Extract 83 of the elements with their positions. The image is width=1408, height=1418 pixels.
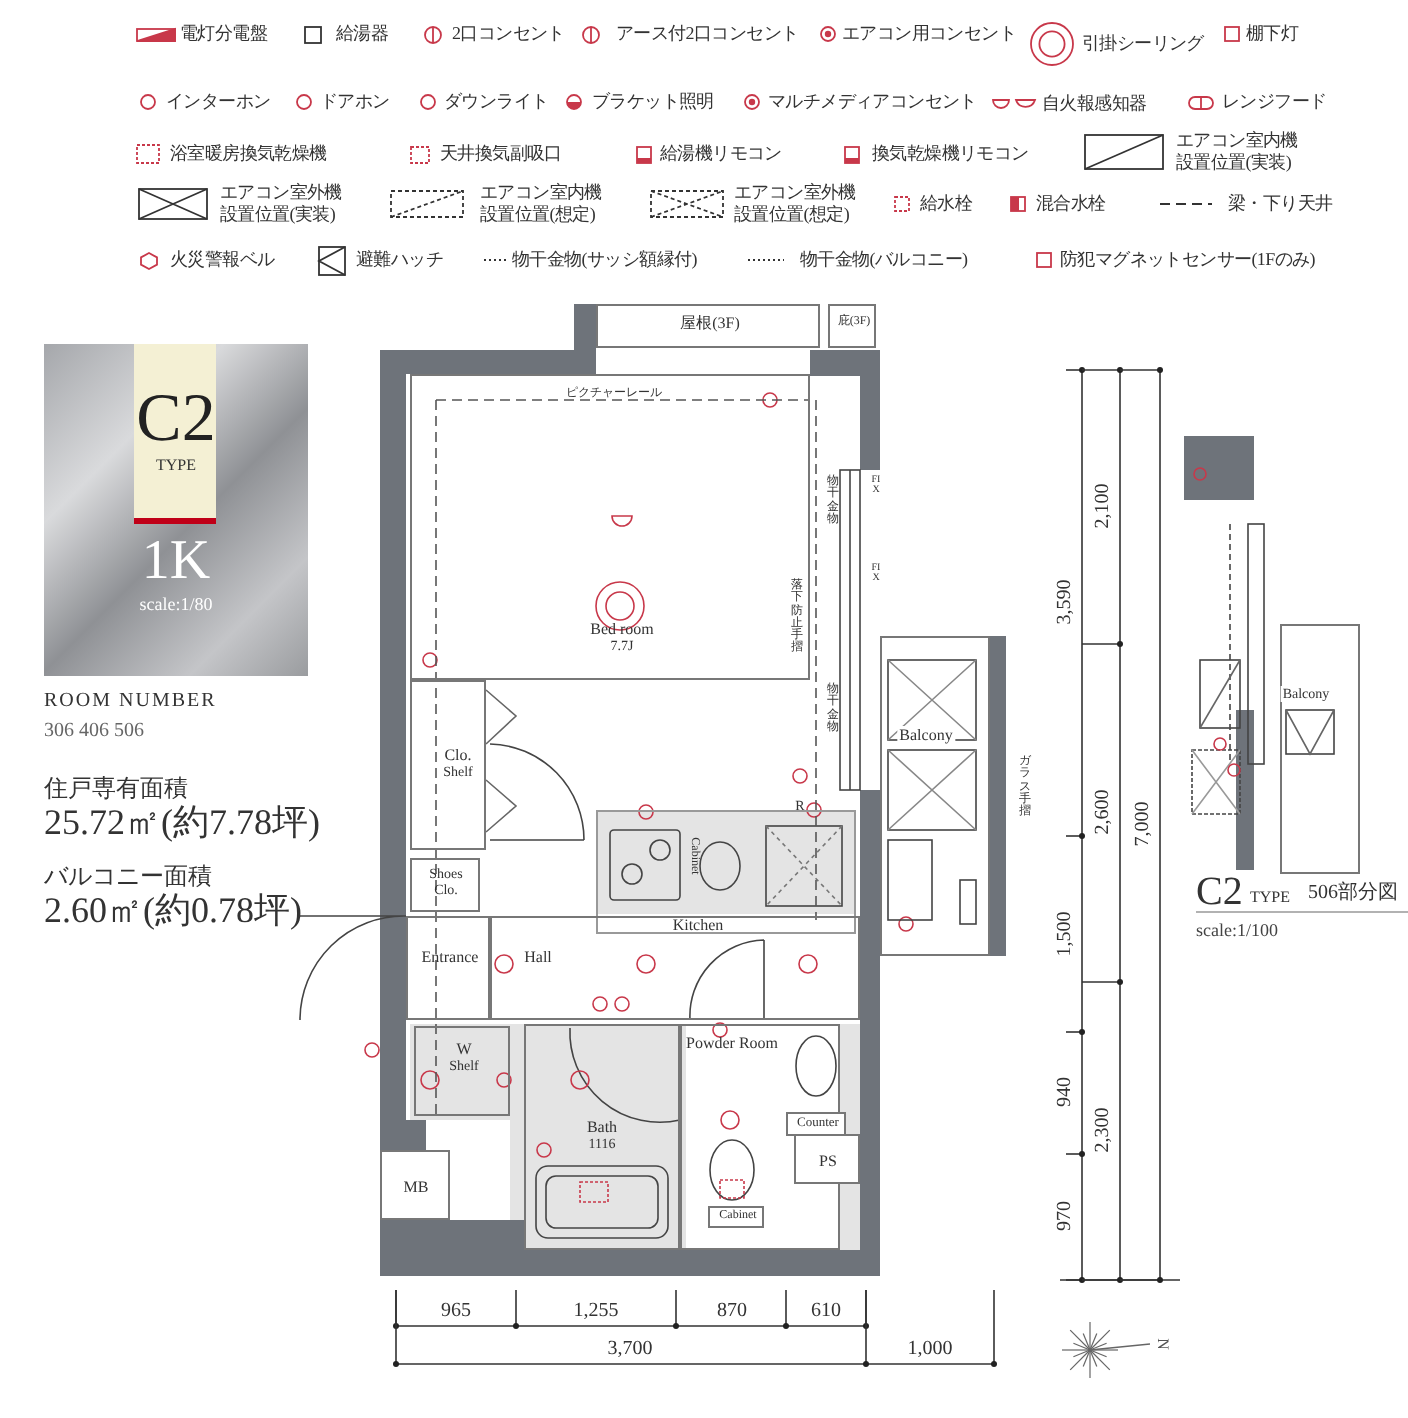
legend-label: ブラケット照明 xyxy=(592,90,714,114)
legend-label: 電灯分電盤 xyxy=(180,22,268,46)
type-code: C2 xyxy=(1196,872,1243,912)
legend-label: ダウンライト xyxy=(444,90,549,114)
closet-outline xyxy=(410,858,480,912)
legend-label: 梁・下り天井 xyxy=(1228,192,1333,216)
legend-label: 2口コンセント xyxy=(452,22,565,46)
room-label: Powder Room xyxy=(686,1034,778,1053)
legend-label: 浴室暖房換気乾燥機 xyxy=(170,142,327,166)
legend-label: 天井換気副吸口 xyxy=(440,142,562,166)
room-label: MB xyxy=(403,1178,429,1197)
legend-label: 引掛シーリング xyxy=(1082,32,1204,56)
balcony-outline xyxy=(1280,624,1360,874)
dimension-label: 7,000 xyxy=(1134,801,1154,847)
dimension-label: 1,500 xyxy=(1056,911,1076,957)
dimension-label: 610 xyxy=(811,1302,841,1322)
area-value: 25.72㎡(約7.78坪) xyxy=(44,804,320,840)
room-label: Entrance xyxy=(421,948,479,967)
legend-label: 自火報感知器 xyxy=(1042,92,1147,116)
legend-label: 棚下灯 xyxy=(1246,22,1299,46)
legend-label: マルチメディアコンセント xyxy=(768,90,977,114)
dimension-label: 3,590 xyxy=(1056,579,1076,625)
room-label: PS xyxy=(819,1152,837,1171)
room-outline xyxy=(490,916,860,1020)
type-caption: TYPE xyxy=(1250,890,1290,906)
meter-box-outline xyxy=(380,1150,450,1220)
legend-label: レンジフード xyxy=(1222,90,1327,114)
legend-label: 物干金物(バルコニー) xyxy=(800,248,968,272)
dimension-label: 970 xyxy=(1056,1201,1076,1231)
eave-area xyxy=(828,304,876,348)
room-outline xyxy=(410,374,810,680)
cabinet-outline xyxy=(708,1206,764,1228)
legend-label: 換気乾燥機リモコン xyxy=(872,142,1029,166)
roof-area xyxy=(596,304,820,348)
dimension-label: 2,600 xyxy=(1094,789,1114,835)
dimension-label: 2,300 xyxy=(1094,1107,1114,1153)
legend-label: 給湯器 xyxy=(336,22,389,46)
legend-label: エアコン室外機設置位置(想定) xyxy=(734,181,858,227)
legend-label: 給湯機リモコン xyxy=(660,142,782,166)
type-caption: TYPE xyxy=(156,458,196,474)
legend-label: ドアホン xyxy=(320,90,390,114)
room-label: Balcony xyxy=(897,726,955,745)
scale-note: scale:1/80 xyxy=(139,596,213,614)
legend-label: 避難ハッチ xyxy=(356,248,444,272)
room-number-list: 306 406 506 xyxy=(44,722,144,742)
dimension-label: 965 xyxy=(441,1302,471,1322)
room-label: Hall xyxy=(524,948,552,967)
legend-label: エアコン室外機設置位置(実装) xyxy=(220,181,344,227)
room-label: 屋根(3F) xyxy=(680,314,740,333)
dimension-label: 3,700 xyxy=(607,1340,653,1360)
north-mark: N xyxy=(1154,1338,1170,1350)
kitchen-counter xyxy=(596,810,856,934)
legend-label: エアコン室内機設置位置(想定) xyxy=(480,181,604,227)
dimension-label: 940 xyxy=(1056,1077,1076,1107)
legend-label: インターホン xyxy=(166,90,271,114)
area-heading: 住戸専有面積 xyxy=(44,776,188,800)
dimension-label: 1,000 xyxy=(907,1340,953,1360)
balcony-outline xyxy=(880,636,990,956)
entrance-area xyxy=(406,916,490,1020)
legend-label: アース付2口コンセント xyxy=(616,22,799,46)
legend-label: 給水栓 xyxy=(920,192,973,216)
room-label: Kitchen xyxy=(672,916,724,935)
counter-outline xyxy=(786,1112,846,1136)
room-number-heading: ROOM NUMBER xyxy=(44,692,217,712)
area-heading: バルコニー面積 xyxy=(44,864,212,888)
layout-code: 1K xyxy=(141,534,211,590)
dimension-label: 2,100 xyxy=(1094,483,1114,529)
plan-caption: 506部分図 xyxy=(1308,884,1398,904)
legend-label: 物干金物(サッシ額縁付) xyxy=(512,248,697,272)
shaft-outline xyxy=(794,1134,860,1184)
bath-outline xyxy=(524,1024,680,1250)
dimension-label: 1,255 xyxy=(573,1302,619,1322)
dimension-label: 870 xyxy=(717,1302,747,1322)
legend-label: 混合水栓 xyxy=(1036,192,1106,216)
legend-label: 火災警報ベル xyxy=(170,248,275,272)
scale-note: scale:1/100 xyxy=(1196,922,1278,940)
legend-label: エアコン室内機設置位置(実装) xyxy=(1176,129,1300,175)
legend-label: 防犯マグネットセンサー(1Fのみ) xyxy=(1060,248,1315,272)
closet-outline xyxy=(410,680,486,850)
legend-label: エアコン用コンセント xyxy=(842,22,1017,46)
closet-outline xyxy=(414,1026,510,1116)
area-value: 2.60㎡(約0.78坪) xyxy=(44,892,302,928)
type-code: C2 xyxy=(136,386,216,454)
